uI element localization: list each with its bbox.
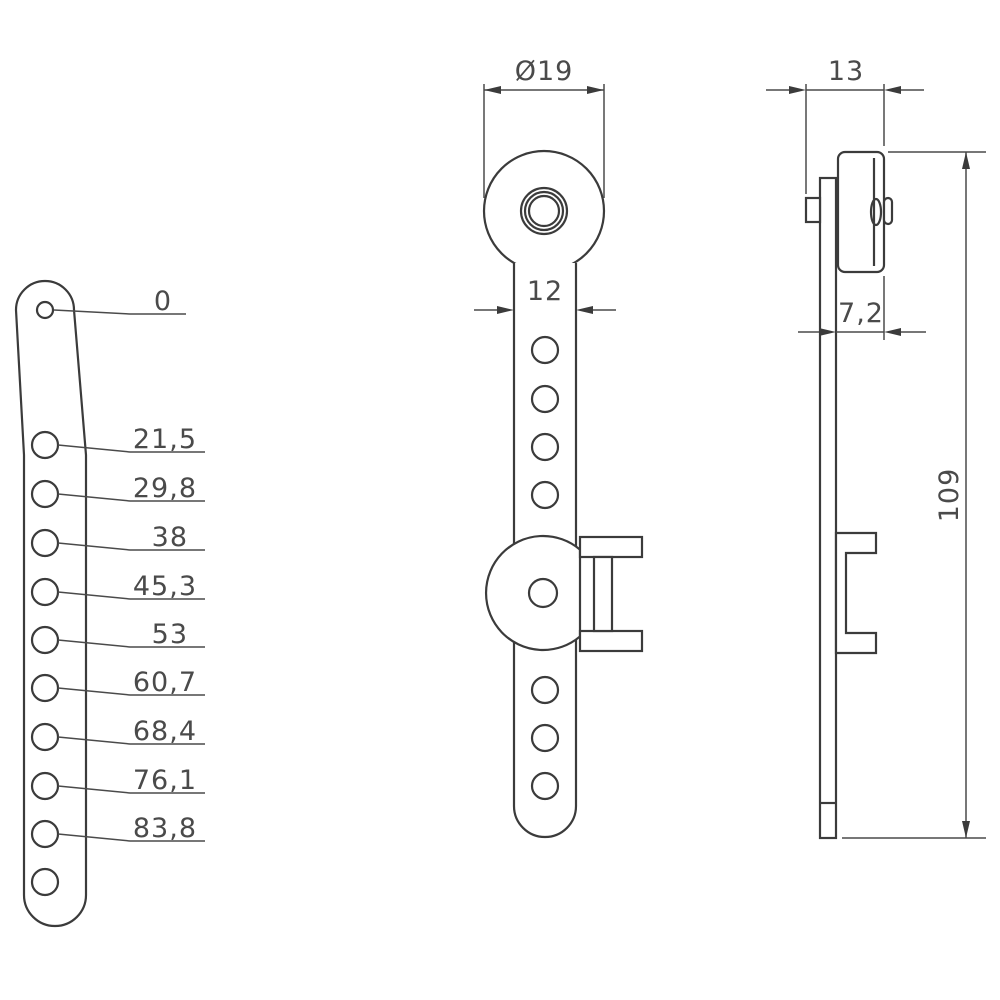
hole — [530, 335, 560, 365]
hole-position-label: 76,1 — [133, 765, 197, 796]
arm-outline — [512, 263, 578, 839]
dimension-arm-width: 12 — [474, 276, 616, 314]
clamp-fork-top — [578, 535, 644, 559]
arrowhead — [587, 86, 604, 94]
hole-position-label: 83,8 — [133, 813, 197, 844]
clamp-fork-bottom — [578, 629, 644, 653]
hole-position-label: 68,4 — [133, 716, 197, 747]
dimension-text: Ø19 — [515, 56, 574, 87]
plate-side — [818, 176, 838, 840]
dimension-head-width: 13 — [766, 56, 924, 194]
hole — [530, 675, 560, 705]
clamp-side — [834, 531, 878, 655]
leader-line — [57, 444, 205, 453]
leader-line — [57, 493, 205, 502]
leader-line — [57, 639, 205, 648]
hole — [30, 771, 60, 801]
hole — [30, 867, 60, 897]
clamp-hole — [527, 577, 559, 609]
hole — [530, 771, 560, 801]
clamp-screw-shaft — [592, 555, 614, 633]
leader-line — [57, 687, 205, 696]
side-view: 13 7,2 109 — [766, 56, 986, 840]
hole-position-label: 45,3 — [133, 571, 197, 602]
leader-line — [53, 309, 186, 315]
hole — [30, 673, 60, 703]
hole-position-label: 53 — [152, 619, 188, 650]
arrowhead — [962, 152, 970, 169]
arrowhead — [497, 306, 514, 314]
arrowhead — [819, 328, 836, 336]
dimension-roller-offset: 7,2 — [798, 276, 926, 340]
leader-line — [57, 591, 205, 600]
pivot-hole — [35, 300, 55, 320]
arrowhead — [962, 821, 970, 838]
left-view: 0 21,5 29,8 38 45,3 53 60,7 68,4 76,1 83… — [14, 279, 205, 928]
hole — [30, 819, 60, 849]
roller-hub-circle — [527, 194, 561, 228]
dimension-text: 13 — [828, 56, 864, 87]
hole — [530, 480, 560, 510]
roller-hub-side — [869, 197, 883, 227]
roller-side — [836, 150, 886, 274]
hole — [30, 528, 60, 558]
arrowhead — [576, 306, 593, 314]
hole-position-label: 0 — [154, 286, 172, 317]
hole — [30, 625, 60, 655]
arrowhead — [789, 86, 806, 94]
leader-line — [57, 833, 205, 842]
hole-position-label: 60,7 — [133, 667, 197, 698]
hole — [30, 479, 60, 509]
front-view: Ø19 12 — [474, 56, 644, 839]
arrowhead — [884, 328, 901, 336]
hole-position-label: 29,8 — [133, 473, 197, 504]
plate-tab — [804, 196, 822, 224]
hole — [530, 723, 560, 753]
hole — [30, 577, 60, 607]
axle-side — [882, 196, 894, 226]
arrowhead — [884, 86, 901, 94]
leader-line — [57, 736, 205, 745]
dimension-text: 109 — [934, 468, 965, 523]
hole — [30, 722, 60, 752]
hole — [530, 432, 560, 462]
hole-position-label: 21,5 — [133, 424, 197, 455]
hole — [530, 384, 560, 414]
dimension-roller-diameter: Ø19 — [483, 56, 605, 198]
leader-line — [57, 785, 205, 794]
dimension-text: 7,2 — [838, 298, 884, 329]
hole-position-label: 38 — [152, 522, 188, 553]
dimension-text: 12 — [527, 276, 563, 307]
dimension-overall-length: 109 — [842, 151, 986, 839]
leader-line — [57, 542, 205, 551]
hole — [30, 430, 60, 460]
arrowhead — [484, 86, 501, 94]
